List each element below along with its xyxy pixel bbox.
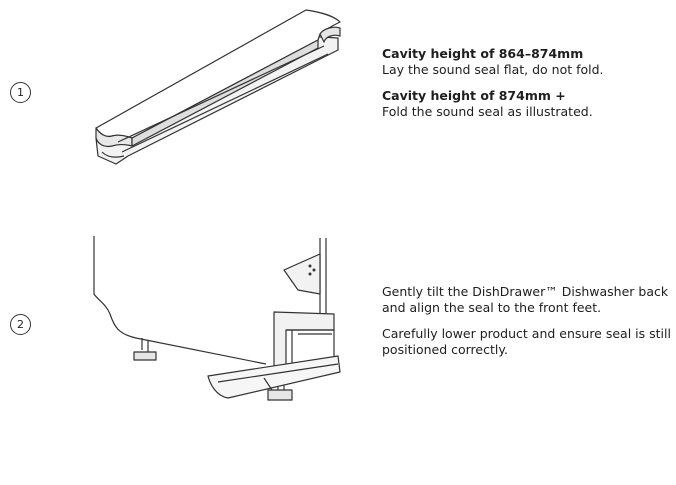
dishdrawer-tilt-illustration	[93, 236, 341, 401]
cavity-height-text-2: Fold the sound seal as illustrated.	[382, 104, 593, 119]
step-number-2: 2	[10, 314, 31, 335]
cavity-height-heading-1: Cavity height of 864–874mm	[382, 46, 584, 61]
tilt-instruction: Gently tilt the DishDrawer™ Dishwasher b…	[382, 284, 669, 315]
step-2-instructions: Gently tilt the DishDrawer™ Dishwasher b…	[382, 284, 672, 368]
lower-instruction: Carefully lower product and ensure seal …	[382, 326, 671, 357]
step-number-1: 1	[10, 82, 31, 103]
folded-sound-seal-illustration	[95, 9, 341, 165]
cavity-height-heading-2: Cavity height of 874mm +	[382, 88, 566, 103]
step-1-instructions: Cavity height of 864–874mm Lay the sound…	[382, 46, 672, 130]
cavity-height-text-1: Lay the sound seal flat, do not fold.	[382, 62, 604, 77]
